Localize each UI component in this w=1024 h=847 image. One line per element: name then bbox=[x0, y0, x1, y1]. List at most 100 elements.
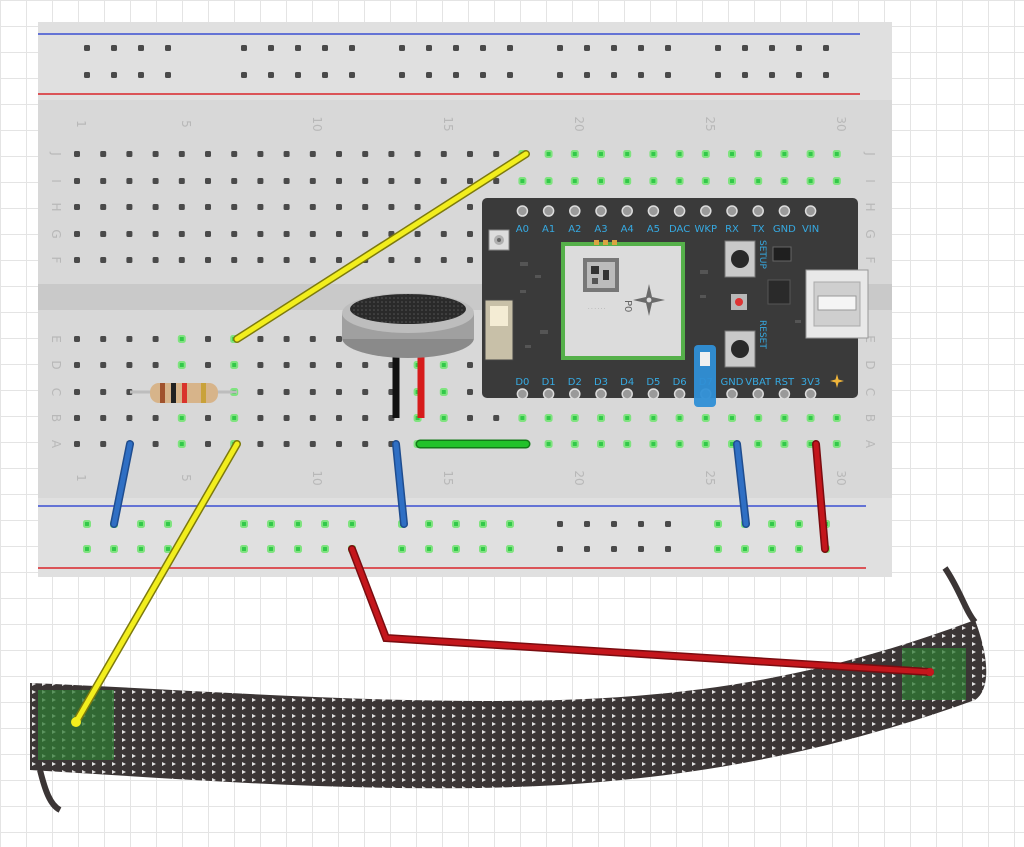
column-number: 10 bbox=[310, 470, 324, 485]
photon-pin bbox=[778, 388, 791, 400]
photon-pin bbox=[569, 388, 581, 400]
photon-pin bbox=[804, 205, 817, 217]
breadboard-hole bbox=[126, 231, 133, 237]
breadboard-hole bbox=[231, 257, 238, 263]
row-letter: I bbox=[49, 179, 63, 183]
breadboard-hole bbox=[230, 414, 239, 422]
power-rail-hole bbox=[452, 520, 460, 528]
power-rail-hole bbox=[241, 45, 247, 51]
photon-pin bbox=[516, 205, 529, 217]
breadboard-hole bbox=[152, 204, 159, 210]
power-rail-hole bbox=[479, 520, 487, 528]
breadboard-hole bbox=[178, 178, 185, 184]
power-rail-hole bbox=[769, 45, 775, 51]
power-rail-hole bbox=[742, 45, 748, 51]
svg-text:· · · · · ·: · · · · · · bbox=[588, 306, 606, 312]
svg-text:RESET: RESET bbox=[757, 320, 767, 349]
power-rail-hole bbox=[241, 72, 247, 78]
breadboard-hole bbox=[309, 151, 316, 157]
breadboard-hole bbox=[126, 178, 133, 184]
breadboard-hole bbox=[257, 362, 264, 368]
power-rail-hole bbox=[349, 45, 355, 51]
breadboard-hole bbox=[754, 414, 763, 422]
power-rail-hole bbox=[83, 520, 91, 528]
particle-logo bbox=[633, 284, 665, 316]
breadboard-hole bbox=[388, 204, 395, 210]
breadboard-hole bbox=[126, 204, 133, 210]
power-rail-hole bbox=[348, 520, 356, 528]
breadboard-hole bbox=[100, 178, 107, 184]
breadboard-hole bbox=[439, 388, 448, 396]
breadboard-hole bbox=[493, 151, 500, 157]
breadboard-hole bbox=[100, 441, 107, 447]
power-rail-hole bbox=[584, 45, 590, 51]
breadboard-hole bbox=[100, 415, 107, 421]
power-rail-hole bbox=[638, 72, 644, 78]
power-rail-hole bbox=[557, 72, 563, 78]
breadboard-hole bbox=[336, 151, 342, 157]
breadboard-hole bbox=[100, 389, 107, 395]
row-letter: A bbox=[863, 440, 877, 449]
breadboard-hole bbox=[336, 178, 342, 184]
power-rail-hole bbox=[557, 546, 563, 552]
breadboard-hole bbox=[728, 150, 736, 158]
photon-pin bbox=[726, 388, 738, 400]
breadboard-hole bbox=[623, 150, 632, 158]
breadboard-hole bbox=[283, 389, 290, 395]
breadboard-hole bbox=[257, 151, 264, 157]
column-number: 5 bbox=[179, 120, 193, 128]
breadboard-hole bbox=[74, 336, 80, 342]
power-rail-hole bbox=[321, 545, 329, 553]
breadboard-hole bbox=[728, 414, 736, 422]
status-sparkle-icon bbox=[830, 374, 844, 388]
breadboard-hole bbox=[362, 415, 369, 421]
photon-pin-label: A4 bbox=[621, 224, 634, 235]
breadboard-hole bbox=[283, 441, 290, 447]
power-rail-hole bbox=[507, 45, 513, 51]
breadboard-hole bbox=[780, 150, 789, 158]
power-rail-hole bbox=[611, 546, 617, 552]
breadboard-hole bbox=[439, 361, 448, 369]
breadboard-hole bbox=[177, 335, 186, 343]
breadboard-hole bbox=[177, 361, 186, 369]
row-letter: J bbox=[863, 151, 877, 156]
power-rail-hole bbox=[715, 45, 721, 51]
breadboard-hole bbox=[623, 440, 632, 448]
power-rail-hole bbox=[665, 546, 671, 552]
breadboard-hole bbox=[440, 178, 447, 184]
power-rail-hole bbox=[268, 45, 274, 51]
breadboard-hole bbox=[336, 415, 342, 421]
breadboard-hole bbox=[570, 440, 579, 448]
power-rail-hole bbox=[715, 72, 721, 78]
power-rail-hole bbox=[714, 520, 722, 528]
breadboard-hole bbox=[467, 231, 473, 237]
photon-pin bbox=[778, 205, 791, 217]
power-rail-hole bbox=[84, 72, 90, 78]
power-rail-hole bbox=[768, 520, 776, 528]
photon-pin-label: A1 bbox=[542, 224, 555, 235]
breadboard-hole bbox=[467, 257, 473, 263]
photon-pin bbox=[542, 388, 555, 400]
breadboard-hole bbox=[544, 414, 553, 422]
breadboard-hole bbox=[231, 231, 238, 237]
power-rail-hole bbox=[584, 546, 590, 552]
top-power-rail-area bbox=[38, 22, 892, 100]
row-letter: D bbox=[863, 360, 877, 369]
row-letter: B bbox=[49, 414, 63, 422]
breadboard-hole bbox=[205, 257, 211, 263]
column-number: 5 bbox=[179, 474, 193, 482]
breadboard-hole bbox=[597, 177, 605, 185]
breadboard-hole bbox=[205, 336, 211, 342]
breadboard-hole bbox=[257, 257, 264, 263]
breadboard-hole bbox=[362, 231, 369, 237]
breadboard-hole bbox=[74, 441, 80, 447]
power-rail-hole bbox=[399, 45, 405, 51]
breadboard-hole bbox=[675, 440, 684, 448]
breadboard-hole bbox=[362, 178, 369, 184]
power-rail-hole bbox=[506, 545, 514, 553]
breadboard-hole bbox=[467, 151, 473, 157]
breadboard-hole bbox=[152, 178, 159, 184]
photon-pin bbox=[752, 205, 764, 217]
breadboard-hole bbox=[74, 178, 80, 184]
power-rail-hole bbox=[796, 72, 802, 78]
